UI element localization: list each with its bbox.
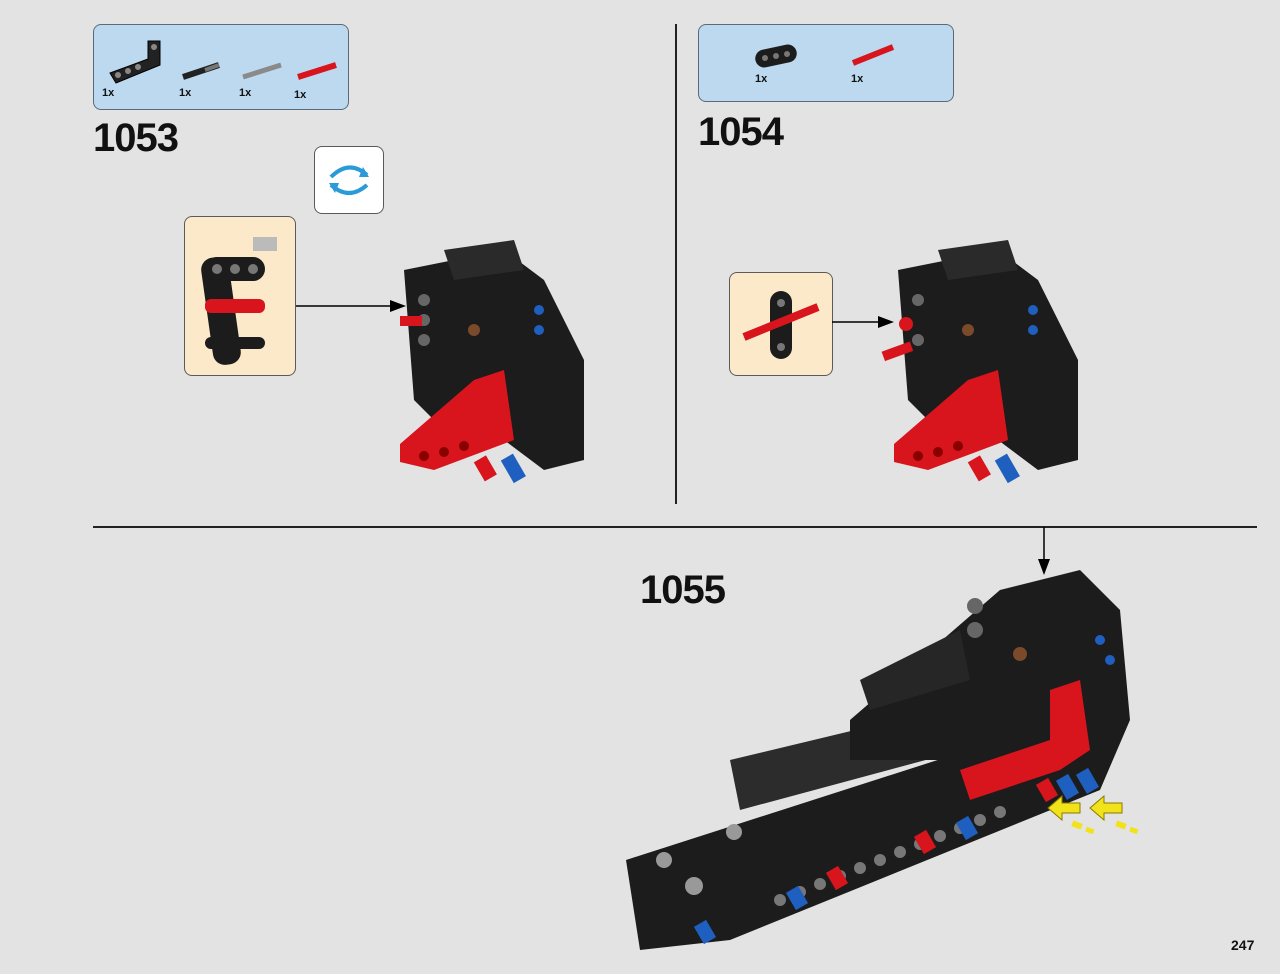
part-qty: 1x [851, 73, 864, 85]
parts-list-1054: 1x 1x [698, 24, 954, 102]
part-qty: 1x [294, 89, 307, 101]
model-assembly-1055 [626, 570, 1130, 950]
part-qty: 1x [179, 87, 192, 99]
rotate-model-icon [329, 165, 369, 195]
part-qty: 1x [239, 87, 252, 99]
black-beam-part-icon [755, 44, 797, 68]
subassembly-icon [742, 291, 820, 359]
step-divider-vertical [675, 24, 677, 504]
arrow-1053 [296, 300, 406, 312]
part-qty: 1x [102, 87, 115, 99]
step-number-1053: 1053 [93, 116, 179, 160]
subassembly-callout-1054 [729, 272, 833, 376]
arrow-1054 [832, 316, 894, 328]
black-axle-pin-part-icon [182, 62, 220, 80]
step-number-1054: 1054 [698, 110, 784, 154]
black-l-beam-part-icon [109, 40, 161, 84]
step-divider-horizontal [93, 526, 1257, 528]
arrow-down-1055 [1038, 527, 1050, 575]
rotate-model-callout [314, 146, 384, 214]
red-axle-pin-part-icon [851, 44, 895, 66]
part-qty: 1x [755, 73, 768, 85]
subassembly-callout-1053 [184, 216, 296, 376]
insert-arrow-icon [1047, 794, 1139, 835]
subassembly-icon [201, 237, 277, 365]
model-assembly-1054 [881, 240, 1078, 484]
red-axle-part-icon [297, 62, 337, 80]
grey-axle-part-icon [242, 62, 282, 80]
step-number-1055: 1055 [640, 568, 726, 612]
page-number: 247 [1231, 937, 1255, 953]
model-assembly-1053 [400, 240, 584, 484]
parts-list-1053: 1x 1x 1x 1x [93, 24, 349, 110]
